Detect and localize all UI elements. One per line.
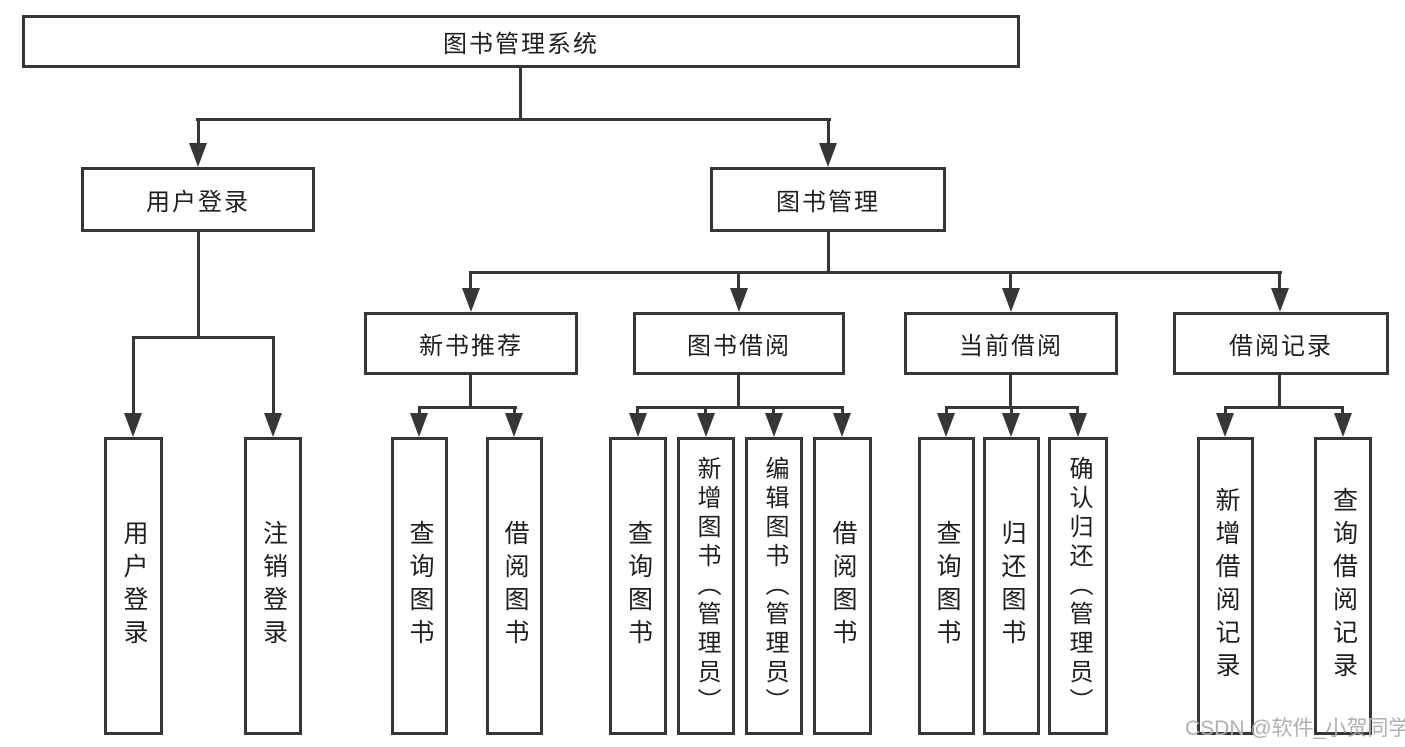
arrowhead-borrow [730,288,748,312]
leaf-borrow-books: 借阅图书 [813,437,872,735]
arrowhead-current-leaf3 [1069,413,1087,437]
node-book-management: 图书管理 [710,167,946,232]
leaf-current-query-books-label: 查询图书 [933,520,961,652]
leaf-add-borrow-record: 新增借阅记录 [1197,437,1254,735]
leaf-edit-book-admin: 编辑图书（管理员） [745,437,803,735]
leaf-recommend-borrow-books: 借阅图书 [486,437,543,735]
connector-recommend-rail [418,406,517,409]
leaf-recommend-query-books-label: 查询图书 [406,520,434,652]
connector-leaf-login-shaft [132,336,135,416]
node-book-borrow: 图书借阅 [633,312,845,375]
connector-record-rail [1224,406,1344,409]
leaf-query-borrow-record: 查询借阅记录 [1314,437,1372,735]
connector-current-leaf3-shaft [1076,406,1079,416]
connector-borrow-stem [737,375,740,406]
leaf-return-book: 归还图书 [983,437,1040,735]
leaf-return-book-label: 归还图书 [998,520,1026,652]
leaf-add-book-admin-label: 新增图书（管理员） [693,455,720,717]
connector-record-shaft [1278,271,1281,291]
connector-recommend-leaf1-shaft [418,406,421,416]
leaf-logout-label: 注销登录 [259,520,288,652]
leaf-recommend-query-books: 查询图书 [391,437,448,735]
connector-current-leaf1-shaft [945,406,948,416]
watermark: CSDN @软件_小贺同学 [1185,717,1405,740]
leaf-borrow-books-label: 借阅图书 [829,520,857,652]
connector-borrow-leaf1-shaft [636,406,639,416]
arrowhead-borrow-leaf2 [697,413,715,437]
leaf-add-borrow-record-label: 新增借阅记录 [1212,487,1240,685]
leaf-edit-book-admin-label: 编辑图书（管理员） [761,455,788,717]
connector-user-login-shaft [197,118,200,148]
arrowhead-leaf-logout [264,413,282,437]
connector-current-stem [1009,375,1012,406]
connector-recommend-stem [469,375,472,406]
node-new-book-recommend-label: 新书推荐 [419,333,523,360]
arrowhead-record-leaf2 [1334,413,1352,437]
arrowhead-current [1002,288,1020,312]
connector-leaf-logout-shaft [272,336,275,416]
arrowhead-current-leaf1 [937,413,955,437]
connector-current-shaft [1009,271,1012,291]
node-book-borrow-label: 图书借阅 [687,333,791,360]
connector-level2-rail [196,118,831,121]
arrowhead-borrow-leaf3 [765,413,783,437]
leaf-add-book-admin: 新增图书（管理员） [677,437,735,735]
connector-record-leaf1-shaft [1224,406,1227,416]
connector-record-stem [1278,375,1281,406]
arrowhead-borrow-leaf1 [629,413,647,437]
connector-book-mgmt-shaft [827,118,830,148]
leaf-user-login-label: 用户登录 [120,520,148,652]
node-new-book-recommend: 新书推荐 [364,312,578,375]
connector-current-leaf2-shaft [1010,406,1013,416]
leaf-user-login: 用户登录 [104,437,163,735]
node-user-login-label: 用户登录 [146,189,250,216]
connector-user-login-stem [197,232,200,336]
node-current-borrow: 当前借阅 [904,312,1118,375]
leaf-query-borrow-record-label: 查询借阅记录 [1329,487,1358,685]
node-user-login: 用户登录 [81,167,315,232]
leaf-current-query-books: 查询图书 [918,437,975,735]
arrowhead-user-login [189,143,207,167]
leaf-confirm-return-admin-label: 确认归还（管理员） [1065,455,1092,717]
leaf-recommend-borrow-books-label: 借阅图书 [501,520,529,652]
node-borrow-record: 借阅记录 [1173,312,1389,375]
leaf-logout: 注销登录 [244,437,302,735]
connector-borrow-leaf4-shaft [841,406,844,416]
leaf-borrow-query-books-label: 查询图书 [624,520,653,652]
arrowhead-recommend [462,288,480,312]
arrowhead-recommend-leaf1 [410,413,428,437]
connector-recommend-leaf2-shaft [513,406,516,416]
node-root-label: 图书管理系统 [443,31,599,58]
connector-recommend-shaft [469,271,472,291]
connector-borrow-leaf2-shaft [704,406,707,416]
arrowhead-current-leaf2 [1002,413,1020,437]
arrowhead-recommend-leaf2 [505,413,523,437]
leaf-confirm-return-admin: 确认归还（管理员） [1048,437,1108,735]
arrowhead-book-mgmt [819,143,837,167]
arrowhead-borrow-leaf4 [833,413,851,437]
connector-book-mgmt-stem [827,232,830,274]
connector-borrow-leaf3-shaft [772,406,775,416]
node-book-management-label: 图书管理 [776,189,880,216]
node-current-borrow-label: 当前借阅 [959,333,1063,360]
arrowhead-leaf-login [124,413,142,437]
connector-level3-rail [469,271,1282,274]
connector-root-stem [519,68,522,118]
node-borrow-record-label: 借阅记录 [1229,333,1333,360]
connector-borrow-shaft [737,271,740,291]
connector-user-login-rail [132,336,275,339]
connector-record-leaf2-shaft [1341,406,1344,416]
arrowhead-record-leaf1 [1216,413,1234,437]
arrowhead-record [1271,288,1289,312]
leaf-borrow-query-books: 查询图书 [609,437,667,735]
connector-borrow-rail [636,406,844,409]
node-root: 图书管理系统 [22,15,1020,68]
